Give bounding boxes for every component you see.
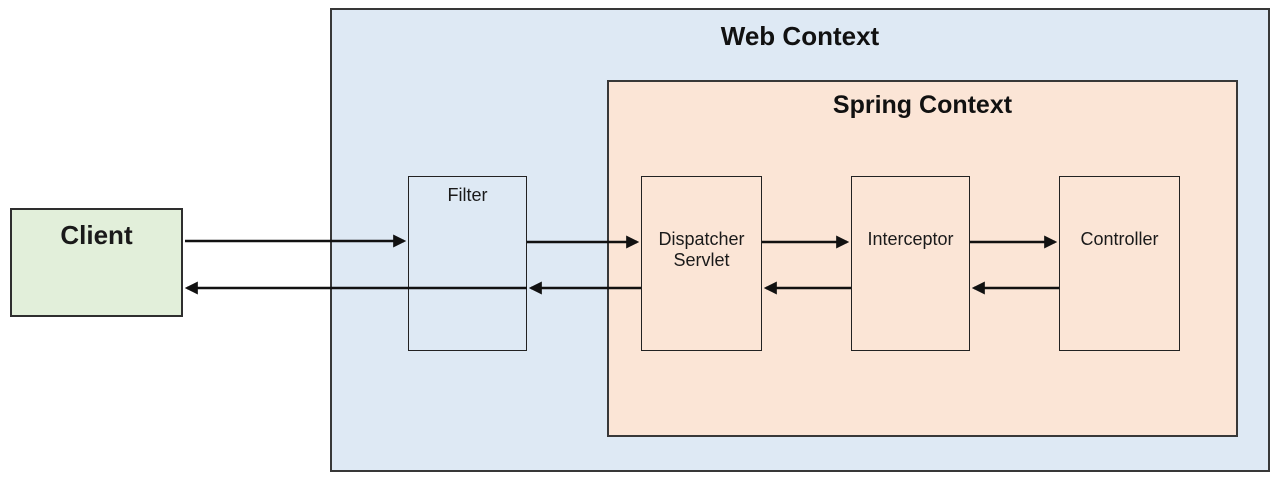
- dispatcher-servlet-node: Dispatcher Servlet: [641, 176, 762, 351]
- spring-context-title: Spring Context: [832, 91, 1013, 119]
- client-node: Client: [10, 208, 183, 317]
- web-context-title: Web Context: [720, 21, 880, 51]
- interceptor-node: Interceptor: [851, 176, 970, 351]
- controller-node: Controller: [1059, 176, 1180, 351]
- filter-node: Filter: [408, 176, 527, 351]
